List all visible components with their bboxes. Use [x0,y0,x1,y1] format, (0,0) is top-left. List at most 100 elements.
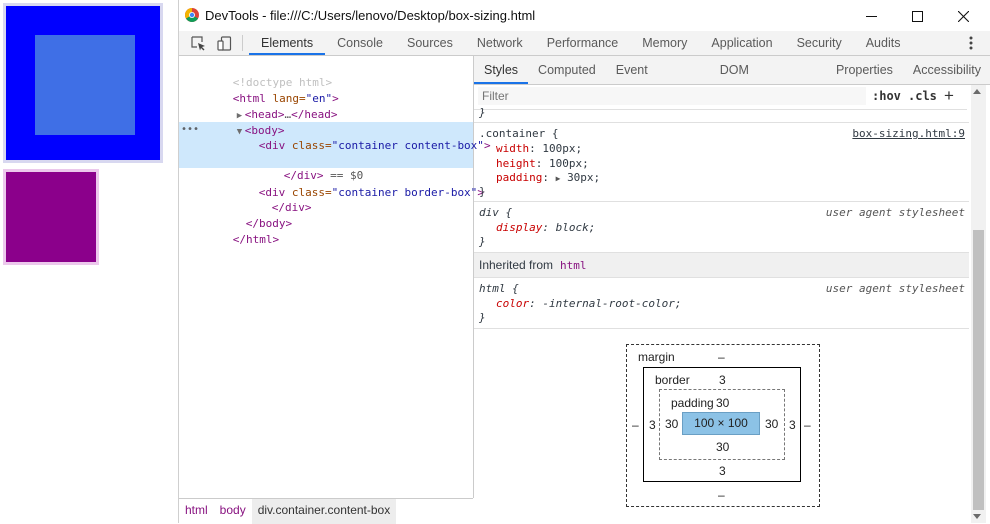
padding-top-value[interactable]: 30 [716,396,730,410]
tab-event-listeners[interactable]: Event Listeners [615,63,667,105]
styles-scrollbar[interactable] [971,85,986,523]
tab-memory[interactable]: Memory [642,36,688,50]
box-model-content[interactable]: 100 × 100 [682,412,760,435]
class-value: "container border-box" [331,185,478,199]
tab-sources[interactable]: Sources [406,36,453,50]
class-value: "container content-box" [331,138,484,152]
declaration-padding[interactable]: padding: ▶ 30px; [496,171,601,184]
html-close-node[interactable]: </html> [193,216,279,246]
div-open-tag-close: > [483,138,491,152]
tab-console[interactable]: Console [337,36,383,50]
rule-div-user-agent: div { user agent stylesheet display: blo… [474,202,969,253]
device-toolbar-button[interactable] [215,34,233,52]
elements-panel: <!doctype html> <html lang="en"> ▶<head>… [179,56,491,498]
margin-top-value[interactable]: – [718,350,725,364]
scroll-down-arrow-icon[interactable] [973,514,981,519]
head-open-tag: <head> [244,107,285,121]
maximize-icon [911,10,923,22]
scrollbar-thumb[interactable] [973,230,984,510]
customize-menu-button[interactable] [965,35,977,51]
tab-properties[interactable]: Properties [835,63,893,77]
class-attr: class= [285,138,332,152]
div-content-box-close[interactable]: </div> == $0 [244,152,364,182]
body-node[interactable]: ▼<body> [197,107,285,137]
box-model-padding: padding 30 30 30 30 100 × 100 [659,389,785,460]
border-box-div[interactable] [3,169,99,265]
prop-value: 100px; [542,142,583,155]
doctype-node[interactable]: <!doctype html> [193,59,332,89]
prop-name: padding [496,171,543,184]
border-right-value[interactable]: 3 [789,418,796,432]
inherited-section-header: Inherited from html [474,253,969,278]
inspect-element-button[interactable] [189,34,207,52]
margin-left-value[interactable]: – [632,418,639,432]
class-toggle[interactable]: .cls [908,89,937,103]
padding-left-value[interactable]: 30 [665,417,679,431]
minimize-button[interactable] [849,4,893,28]
breadcrumb-body[interactable]: body [219,503,246,517]
lang-value: "en" [305,91,333,105]
device-toggle-icon [216,35,231,51]
tab-computed[interactable]: Computed [538,63,596,77]
html-tag: <html [232,91,266,105]
rule-partial: } [474,106,969,123]
prop-name: display [496,221,543,234]
breadcrumb-selected-div[interactable]: div.container.content-box [251,499,397,524]
rule-close-brace: } [479,311,486,324]
styles-filter-input[interactable] [478,87,866,105]
tab-dom-breakpoints[interactable]: DOM Breakpoints [719,63,786,105]
expand-shorthand-icon[interactable]: ▶ [555,174,561,183]
tab-elements[interactable]: Elements [249,31,326,55]
border-top-value[interactable]: 3 [719,373,726,387]
box-model-border: border 3 3 3 3 padding 30 30 30 30 100 ×… [643,367,801,482]
padding-right-value[interactable]: 30 [765,417,779,431]
border-bottom-value[interactable]: 3 [719,464,726,478]
border-label: border [655,373,690,387]
body-close-node[interactable]: </body> [206,200,292,230]
tab-security[interactable]: Security [796,36,842,50]
new-style-rule-button[interactable]: + [944,86,954,105]
minimize-icon [865,15,877,17]
tab-accessibility[interactable]: Accessibility [912,63,981,77]
rule-selector[interactable]: .container { [479,127,559,140]
maximize-button[interactable] [895,4,939,28]
styles-sidebar: Styles Computed Event Listeners DOM Brea… [474,56,990,523]
head-close-tag: </head> [291,107,338,121]
padding-bottom-value[interactable]: 30 [716,440,730,454]
div-border-box-close[interactable]: </div> [232,184,312,214]
devtools-window: DevTools - file:///C:/Users/lenovo/Deskt… [178,0,990,524]
declaration-width[interactable]: width: 100px; [496,142,583,155]
node-actions-dots[interactable]: ••• [181,124,200,135]
declaration-height[interactable]: height: 100px; [496,157,589,170]
hover-state-toggle[interactable]: :hov [872,89,901,103]
html-node[interactable]: <html lang="en"> [193,75,339,105]
border-left-value[interactable]: 3 [649,418,656,432]
inherited-from-link[interactable]: html [560,259,587,272]
doctype-text: <!doctype html> [232,75,333,89]
prop-name: width [496,142,530,155]
div-close-tag: </div> [271,200,312,214]
div-open-tag-close: > [477,185,484,199]
tab-network[interactable]: Network [476,36,523,50]
tab-audits[interactable]: Audits [865,36,901,50]
close-button[interactable] [941,4,985,28]
window-title: DevTools - file:///C:/Users/lenovo/Deskt… [205,8,536,23]
rule-source-link[interactable]: box-sizing.html:9 [852,127,965,140]
breadcrumb-html[interactable]: html [185,503,208,517]
div-close-tag: </div> [283,168,324,182]
scroll-up-arrow-icon[interactable] [973,89,981,94]
content-box-div[interactable] [3,3,163,163]
tab-styles[interactable]: Styles [474,56,529,84]
div-border-box-node[interactable]: <div class="container border-box"> [219,169,484,199]
div-content-box-node[interactable]: <div class="container content-box"> [219,122,491,152]
html-tag-close: > [332,91,339,105]
collapse-triangle-icon[interactable]: ▼ [236,126,243,137]
expand-triangle-icon[interactable]: ▶ [236,110,243,121]
rule-html-user-agent: html { user agent stylesheet color: -int… [474,278,969,329]
head-node[interactable]: ▶<head>…</head> [197,91,338,121]
tab-performance[interactable]: Performance [546,36,619,50]
tab-application[interactable]: Application [711,36,773,50]
margin-bottom-value[interactable]: – [718,488,725,502]
rule-close-brace: } [479,235,486,248]
margin-right-value[interactable]: – [804,418,811,432]
